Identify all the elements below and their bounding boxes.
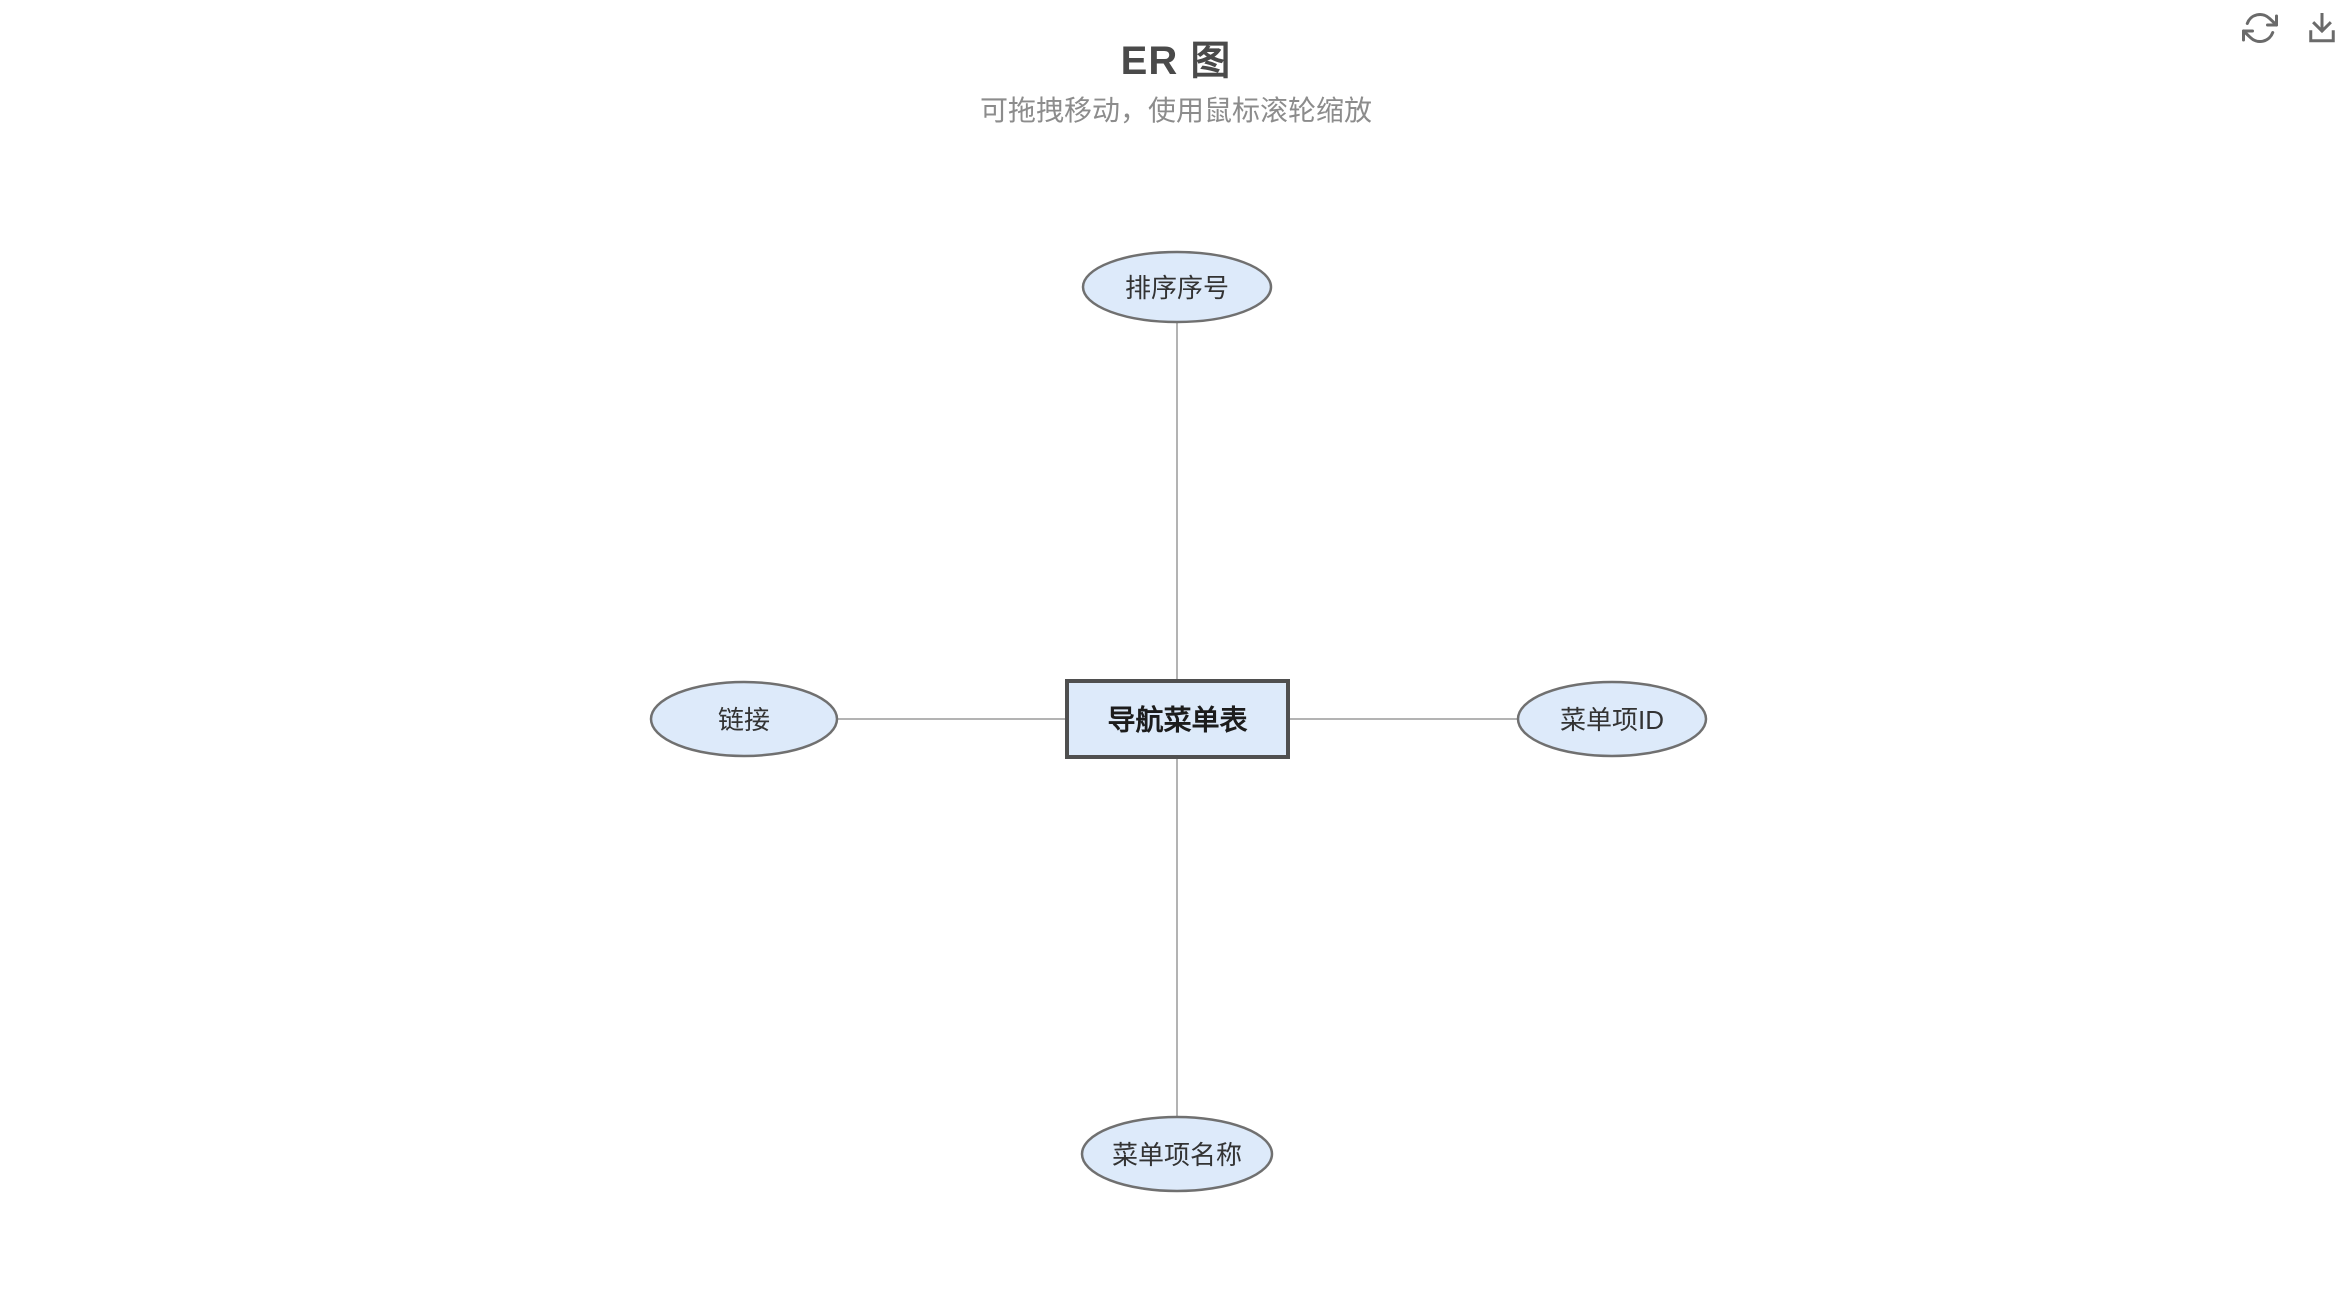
entity-node[interactable]: 导航菜单表 [1065,679,1290,759]
download-button[interactable] [2300,6,2344,50]
attribute-ellipse [649,680,839,758]
download-icon [2309,13,2335,43]
refresh-icon [2242,13,2278,43]
attribute-node-menu-item-id[interactable]: 菜单项ID [1516,680,1708,758]
attribute-ellipse [1080,1115,1274,1193]
attribute-node-link[interactable]: 链接 [649,680,839,758]
attribute-ellipse [1516,680,1708,758]
attribute-node-menu-item-name[interactable]: 菜单项名称 [1080,1115,1274,1193]
toolbar [2238,6,2344,50]
attribute-node-sort-order[interactable]: 排序序号 [1081,250,1273,324]
entity-rect [1065,679,1290,759]
refresh-button[interactable] [2238,6,2282,50]
attribute-ellipse [1081,250,1273,324]
